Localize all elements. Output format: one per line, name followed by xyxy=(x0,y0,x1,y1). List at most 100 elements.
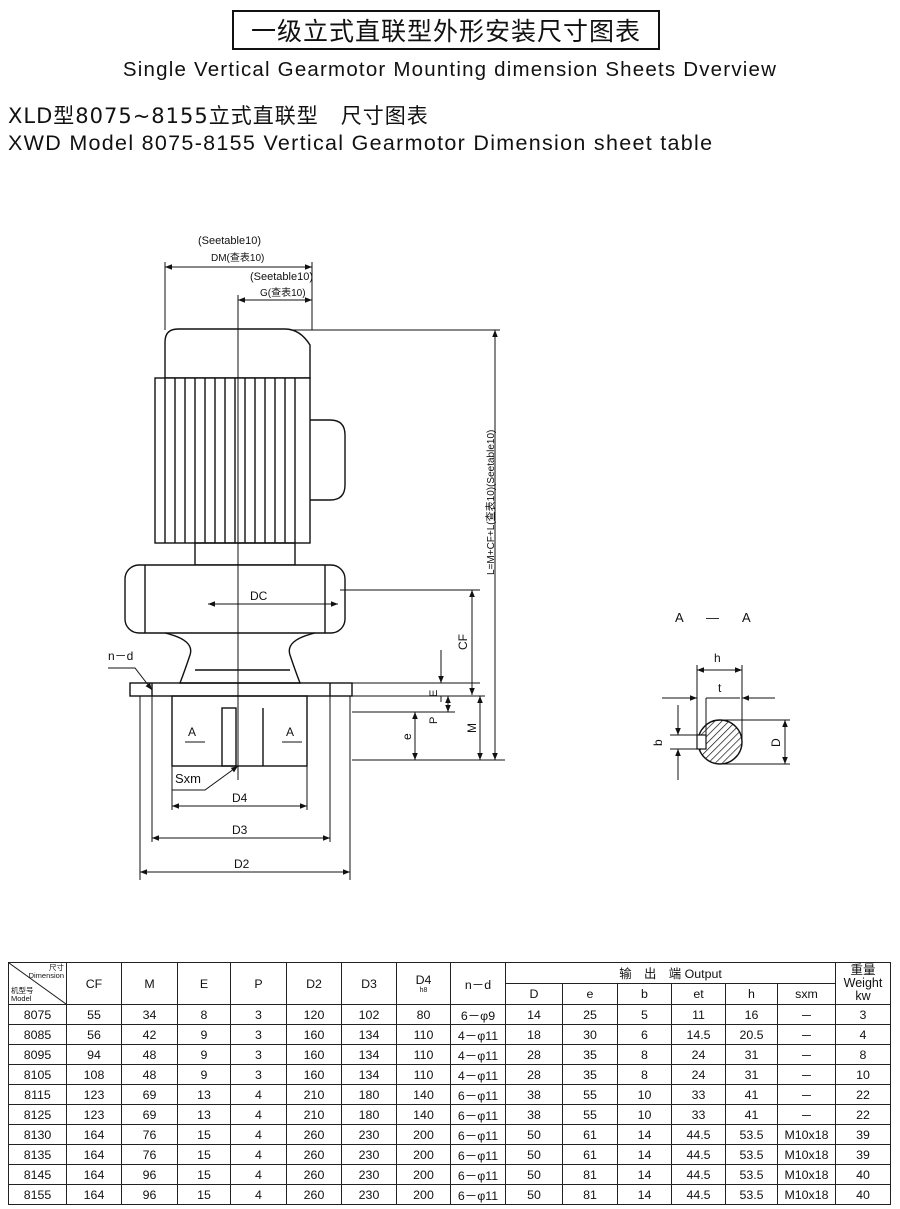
cell-weight: 22 xyxy=(835,1104,891,1125)
header-output-sxm: sxm xyxy=(777,983,836,1005)
cell-output-h: 41 xyxy=(725,1104,778,1125)
cell-d4: 200 xyxy=(396,1144,451,1165)
header-weight-unit: kw xyxy=(855,989,871,1003)
cell-n-d: 6－φ11 xyxy=(450,1124,506,1145)
cell-n-d: 6－φ9 xyxy=(450,1004,506,1025)
g-label: G(查表10) xyxy=(260,286,306,299)
cell-model: 8095 xyxy=(8,1044,67,1065)
heading-chinese: XLD型8075~8155立式直联型 尺寸图表 xyxy=(8,104,429,128)
cell-p: 4 xyxy=(230,1104,287,1125)
d3-label: D3 xyxy=(232,823,248,837)
section-t-label: t xyxy=(718,681,722,695)
cell-n-d: 6－φ11 xyxy=(450,1164,506,1185)
dimension-lines xyxy=(108,262,505,880)
header-output-h: h xyxy=(725,983,778,1005)
cell-output-b: 14 xyxy=(617,1124,672,1145)
cell-output-b: 6 xyxy=(617,1024,672,1045)
header-weight-en: Weight xyxy=(843,976,883,990)
section-title-right: A xyxy=(742,610,751,625)
cell-output-et: 33 xyxy=(671,1084,726,1105)
cell-cf: 123 xyxy=(66,1104,122,1125)
cell-d2: 210 xyxy=(286,1084,342,1105)
header-d3: D3 xyxy=(341,962,397,1005)
header-output-d: D xyxy=(505,983,563,1005)
cell-d2: 260 xyxy=(286,1164,342,1185)
cell-d3: 102 xyxy=(341,1004,397,1025)
cell-e: 8 xyxy=(177,1004,231,1025)
motor-body xyxy=(124,328,353,767)
cell-m: 48 xyxy=(121,1064,178,1085)
cell-d2: 260 xyxy=(286,1184,342,1205)
cell-cf: 164 xyxy=(66,1144,122,1165)
cell-cf: 164 xyxy=(66,1184,122,1205)
cell-d2: 260 xyxy=(286,1124,342,1145)
cell-output-b: 10 xyxy=(617,1084,672,1105)
cell-d4: 110 xyxy=(396,1064,451,1085)
sxm-label: Sxm xyxy=(175,771,201,786)
cell-e: 15 xyxy=(177,1184,231,1205)
cell-output-h: 31 xyxy=(725,1064,778,1085)
cell-output-d: 50 xyxy=(505,1144,563,1165)
cell-output-e: 61 xyxy=(562,1124,618,1145)
cell-model: 8130 xyxy=(8,1124,67,1145)
cell-output-et: 11 xyxy=(671,1004,726,1025)
cell-output-sxm: M10x18 xyxy=(777,1184,836,1205)
cell-output-b: 5 xyxy=(617,1004,672,1025)
cell-m: 76 xyxy=(121,1124,178,1145)
corner-bottom-line1: 机型号 xyxy=(11,986,34,995)
cell-output-d: 50 xyxy=(505,1164,563,1185)
gearmotor-drawing: (Seetable10) DM(查表10) (Seetable10) G(查表1… xyxy=(108,235,790,880)
cell-output-sxm: － xyxy=(777,1004,836,1025)
header-d2: D2 xyxy=(286,962,342,1005)
cell-p: 4 xyxy=(230,1124,287,1145)
cell-d4: 80 xyxy=(396,1004,451,1025)
cell-model: 8075 xyxy=(8,1004,67,1025)
cell-output-e: 30 xyxy=(562,1024,618,1045)
cell-m: 69 xyxy=(121,1084,178,1105)
cell-output-d: 28 xyxy=(505,1044,563,1065)
cell-p: 4 xyxy=(230,1164,287,1185)
header-cf: CF xyxy=(66,962,122,1005)
header-d4-label: D4 xyxy=(415,973,432,987)
section-d-label: D xyxy=(769,738,783,747)
nd-label: n－d xyxy=(108,649,133,663)
cell-output-sxm: M10x18 xyxy=(777,1124,836,1145)
cell-d3: 230 xyxy=(341,1164,397,1185)
cell-output-b: 8 xyxy=(617,1064,672,1085)
dm-note: (Seetable10) xyxy=(198,235,261,247)
cell-output-et: 44.5 xyxy=(671,1164,726,1185)
cell-output-sxm: M10x18 xyxy=(777,1144,836,1165)
cell-cf: 164 xyxy=(66,1124,122,1145)
cell-n-d: 4－φ11 xyxy=(450,1024,506,1045)
cell-d4: 110 xyxy=(396,1024,451,1045)
cell-weight: 22 xyxy=(835,1084,891,1105)
cell-output-h: 53.5 xyxy=(725,1184,778,1205)
cell-weight: 39 xyxy=(835,1124,891,1145)
cell-cf: 164 xyxy=(66,1164,122,1185)
cell-output-d: 50 xyxy=(505,1124,563,1145)
cell-p: 4 xyxy=(230,1184,287,1205)
cell-model: 8135 xyxy=(8,1144,67,1165)
cell-d4: 200 xyxy=(396,1124,451,1145)
cell-e: 13 xyxy=(177,1084,231,1105)
cell-output-h: 41 xyxy=(725,1084,778,1105)
p-label: P xyxy=(428,717,440,724)
cell-weight: 10 xyxy=(835,1064,891,1085)
dc-label: DC xyxy=(250,589,268,603)
cell-output-et: 33 xyxy=(671,1104,726,1125)
cell-d3: 230 xyxy=(341,1144,397,1165)
cell-output-d: 38 xyxy=(505,1084,563,1105)
cell-output-b: 14 xyxy=(617,1184,672,1205)
cell-e: 9 xyxy=(177,1044,231,1065)
section-mark-left: A xyxy=(188,725,196,739)
header-nd: n－d xyxy=(450,962,506,1005)
